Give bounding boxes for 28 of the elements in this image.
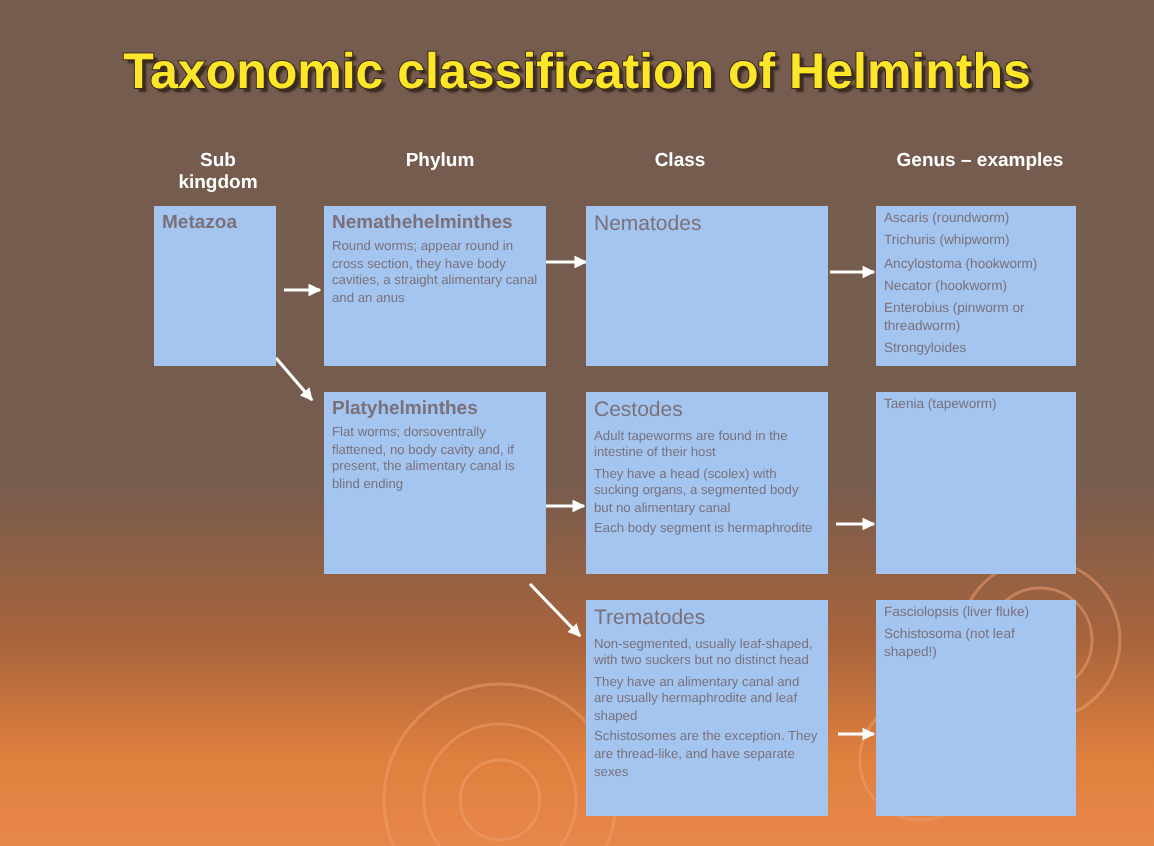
column-header: Sub kingdom xyxy=(176,152,260,196)
taxon-box xyxy=(876,392,1076,574)
taxon-box xyxy=(876,206,1076,366)
arrow xyxy=(546,499,586,513)
taxon-name: Trematodes xyxy=(594,606,708,634)
taxon-box xyxy=(154,206,276,366)
taxon-box xyxy=(324,392,546,574)
arrow xyxy=(838,727,876,741)
taxon-name: Nematodes xyxy=(594,212,704,240)
column-header: Genus – examples xyxy=(894,152,1066,174)
arrow xyxy=(284,283,322,297)
taxon-box xyxy=(324,206,546,366)
title: Taxonomic classification of Helminths xyxy=(121,44,1033,102)
taxon-box xyxy=(876,600,1076,816)
column-header: Class xyxy=(652,152,708,174)
arrow xyxy=(546,255,588,269)
taxon-name: Cestodes xyxy=(594,398,685,426)
arrow xyxy=(274,356,314,402)
taxon-box xyxy=(586,600,828,816)
taxon-box xyxy=(586,206,828,366)
taxon-name: Nemathehelminthes xyxy=(332,212,515,237)
taxon-box xyxy=(586,392,828,574)
taxon-name: Metazoa xyxy=(162,212,240,237)
arrow xyxy=(836,517,876,531)
taxon-name: Platyhelminthes xyxy=(332,398,480,423)
column-header: Phylum xyxy=(403,152,477,174)
arrow xyxy=(528,582,582,638)
arrow xyxy=(830,265,876,279)
